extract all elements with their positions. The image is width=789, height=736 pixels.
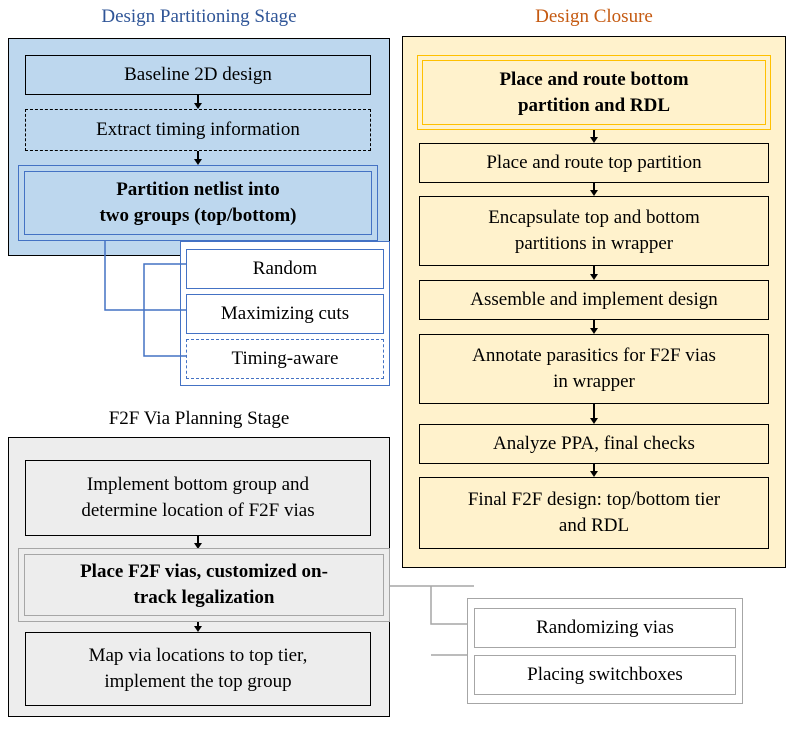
closure-step-2-label: Place and route top partition — [486, 152, 702, 173]
map-vias-box: Map via locations to top tier, implement… — [25, 632, 371, 706]
closure-step-1-box: Place and route bottom partition and RDL — [422, 60, 766, 125]
place-vias-label: Place F2F vias, customized on- track leg… — [80, 561, 328, 608]
map-vias-label: Map via locations to top tier, implement… — [88, 645, 308, 692]
partition-netlist-box: Partition netlist into two groups (top/b… — [24, 171, 372, 235]
closure-step-6-label: Analyze PPA, final checks — [493, 433, 695, 454]
closure-step-3-label: Encapsulate top and bottom partitions in… — [488, 207, 700, 254]
option-randomizing-vias-label: Randomizing vias — [536, 617, 674, 638]
extract-timing-box: Extract timing information — [25, 109, 371, 151]
partition-netlist-label: Partition netlist into two groups (top/b… — [99, 179, 297, 226]
place-vias-box: Place F2F vias, customized on- track leg… — [24, 554, 384, 616]
via-planning-stage-title: F2F Via Planning Stage — [108, 408, 290, 429]
place-vias-outer-frame — [18, 548, 390, 622]
closure-step-5-label: Annotate parasitics for F2F vias in wrap… — [472, 345, 716, 392]
closure-step-4-label: Assemble and implement design — [470, 289, 718, 310]
option-maximizing-cuts-box: Maximizing cuts — [186, 294, 384, 334]
implement-bottom-label: Implement bottom group and determine loc… — [81, 474, 315, 521]
extract-timing-label: Extract timing information — [96, 119, 300, 140]
closure-step-1-label: Place and route bottom partition and RDL — [499, 68, 689, 116]
implement-bottom-box: Implement bottom group and determine loc… — [25, 460, 371, 536]
option-timing-aware-label: Timing-aware — [231, 348, 339, 369]
option-placing-switchboxes-box: Placing switchboxes — [474, 655, 736, 695]
closure-stage-title: Design Closure — [535, 6, 653, 27]
option-random-box: Random — [186, 249, 384, 289]
partition-netlist-outer-frame — [18, 165, 378, 241]
partitioning-stage-title: Design Partitioning Stage — [101, 6, 297, 27]
option-timing-aware-box: Timing-aware — [186, 339, 384, 379]
option-randomizing-vias-box: Randomizing vias — [474, 608, 736, 648]
option-random-label: Random — [252, 258, 318, 279]
closure-step-7-box: Final F2F design: top/bottom tier and RD… — [419, 477, 769, 549]
baseline-2d-design-box: Baseline 2D design — [25, 55, 371, 95]
closure-step-5-box: Annotate parasitics for F2F vias in wrap… — [419, 334, 769, 404]
closure-step-4-box: Assemble and implement design — [419, 280, 769, 320]
closure-step-2-box: Place and route top partition — [419, 143, 769, 183]
closure-step-7-label: Final F2F design: top/bottom tier and RD… — [467, 489, 721, 536]
closure-step-1-outer-frame — [417, 55, 771, 130]
closure-step-6-box: Analyze PPA, final checks — [419, 424, 769, 464]
option-placing-switchboxes-label: Placing switchboxes — [527, 664, 683, 685]
baseline-2d-design-label: Baseline 2D design — [124, 64, 272, 85]
option-maximizing-cuts-label: Maximizing cuts — [220, 303, 350, 324]
closure-step-3-box: Encapsulate top and bottom partitions in… — [419, 196, 769, 266]
